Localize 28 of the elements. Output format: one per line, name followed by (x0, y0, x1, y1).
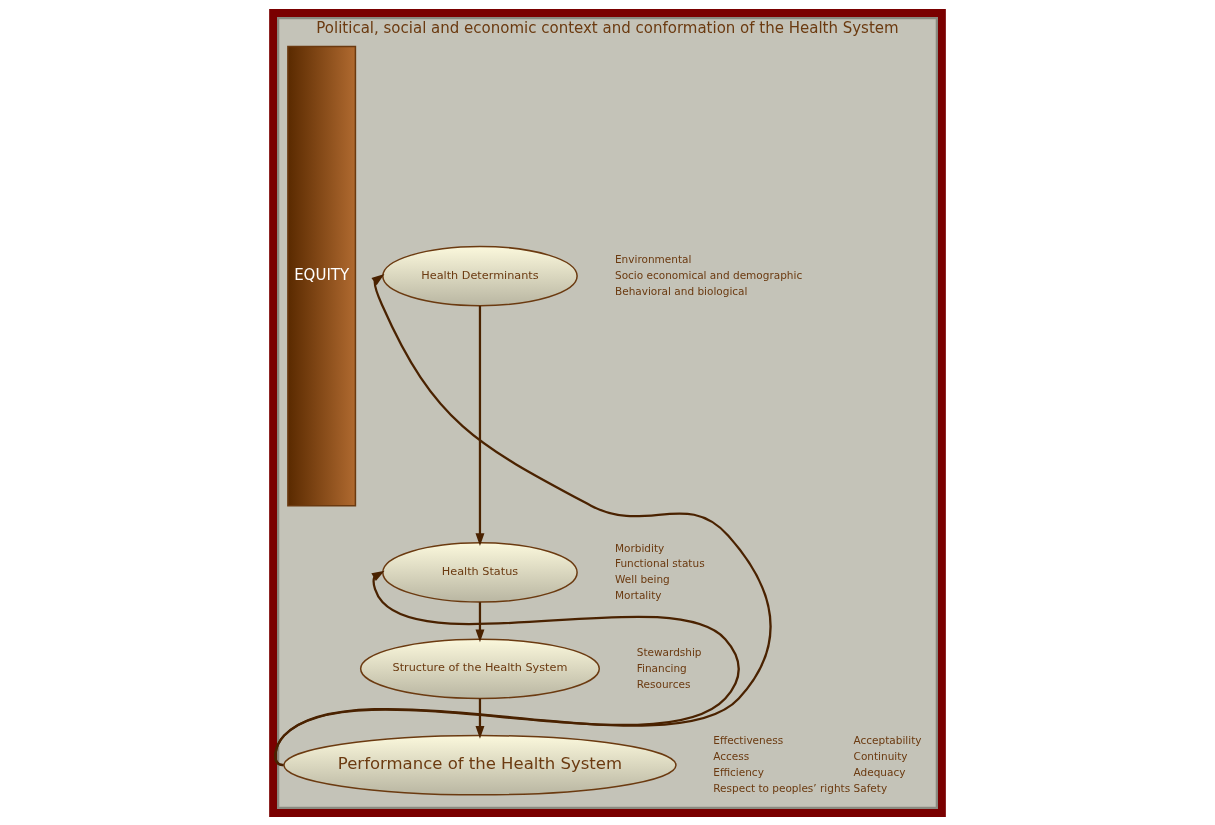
node-label: Respect to peoples’ rights (713, 781, 851, 794)
node-label: Continuity (853, 749, 908, 762)
node-label: Well being (615, 572, 670, 585)
node-label: Adequacy (853, 765, 906, 778)
arrow (274, 273, 772, 766)
node-ellipse: Structure of the Health System (359, 637, 600, 699)
node-label: Functional status (615, 556, 705, 569)
node-label: Acceptability (853, 733, 922, 746)
node-label: Stewardship (636, 645, 702, 658)
node-label: Socio economical and demographic (615, 268, 803, 281)
node-label: Morbidity (615, 541, 665, 554)
node-box: EQUITY (287, 45, 357, 506)
node-label: Efficiency (713, 765, 764, 778)
node-label: Access (713, 749, 750, 762)
arrow (274, 570, 740, 766)
arrow (475, 305, 485, 546)
node-label: Behavioral and biological (615, 284, 748, 297)
node-label: Mortality (615, 588, 662, 601)
node-label: Resources (636, 677, 691, 690)
arrow (475, 601, 485, 642)
node-ellipse: Performance of the Health System (283, 734, 677, 796)
node-ellipse: Health Status (382, 541, 578, 603)
node-ellipse: Health Determinants (382, 245, 578, 306)
node-label: Effectiveness (713, 733, 784, 746)
node-label: Environmental (615, 252, 692, 265)
node-label: Financing (636, 661, 687, 674)
node-label: Safety (853, 781, 888, 794)
arrow (475, 698, 485, 739)
